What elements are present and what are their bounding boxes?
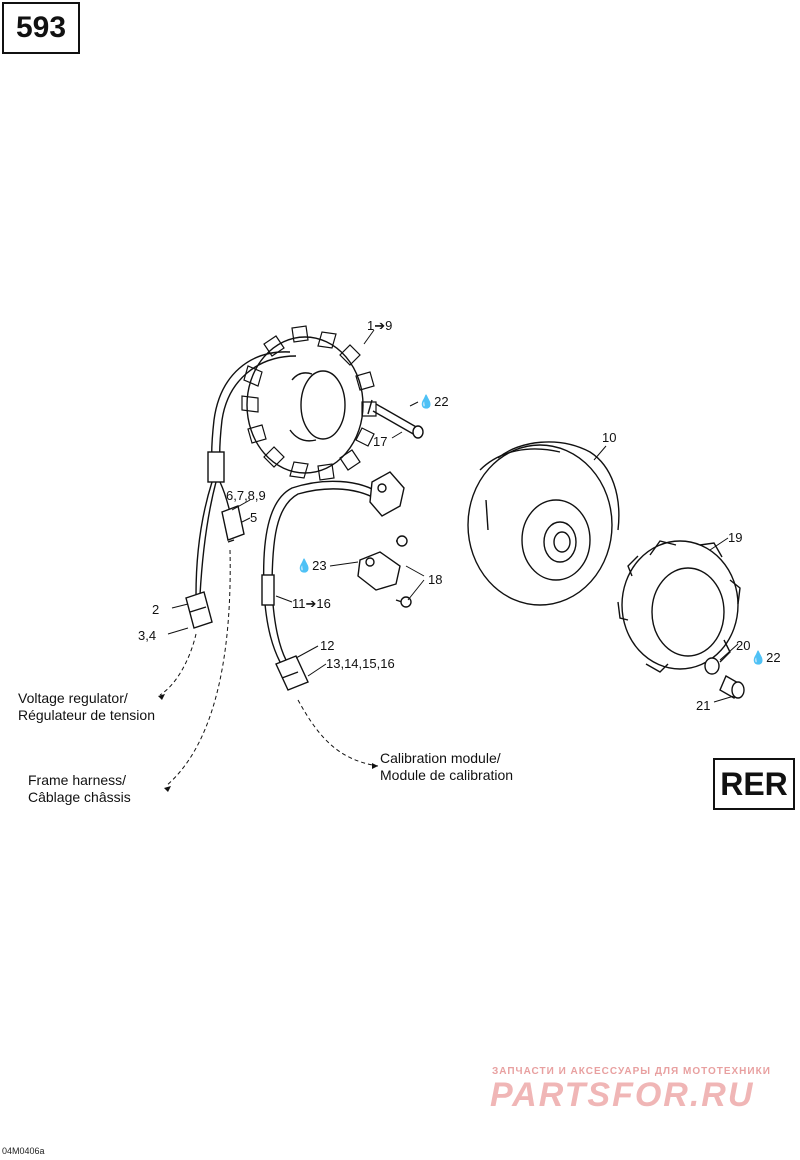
frame-harness-en: Frame harness/ — [28, 772, 127, 788]
label-part-17: 17 — [373, 434, 388, 449]
variant-badge: RER — [713, 758, 795, 810]
page-number-box: 593 — [2, 2, 80, 54]
washer-bolt — [704, 657, 745, 699]
watermark-brand: PARTSFOR.RU — [490, 1076, 755, 1114]
voltage-regulator-en: Voltage regulator/ — [18, 690, 128, 706]
calibration-module-fr: Module de calibration — [380, 767, 514, 783]
screw-17 — [367, 399, 424, 439]
label-part-6-9: 6,7,8,9 — [226, 488, 266, 503]
label-part-5: 5 — [250, 510, 258, 525]
flywheel-part — [467, 441, 620, 606]
leader-lines — [167, 329, 739, 703]
label-part-12: 12 — [320, 638, 335, 653]
label-part-13-16: 13,14,15,16 — [326, 656, 395, 671]
label-part-21: 21 — [696, 698, 711, 713]
frame-harness-callout: Frame harness/ Câblage châssis — [28, 772, 131, 806]
label-part-22b: 💧22 — [750, 650, 781, 665]
stator-part — [241, 325, 377, 481]
label-part-11-16: 11➔16 — [292, 596, 331, 611]
label-part-23: 💧23 — [296, 558, 327, 573]
label-part-22a: 💧22 — [418, 394, 449, 409]
calibration-module-callout: Calibration module/ Module de calibratio… — [380, 750, 513, 784]
voltage-regulator-callout: Voltage regulator/ Régulateur de tension — [18, 690, 155, 724]
label-part-3-4: 3,4 — [138, 628, 157, 643]
stator-harness — [185, 351, 297, 629]
label-part-1-9: 1➔9 — [367, 318, 393, 333]
drawing-code: 04M0406a — [2, 1146, 45, 1156]
calibration-module-en: Calibration module/ — [380, 750, 501, 766]
frame-harness-fr: Câblage châssis — [28, 789, 131, 805]
label-part-18: 18 — [428, 572, 443, 587]
label-part-20: 20 — [736, 638, 751, 653]
trigger-harness — [261, 471, 412, 691]
callout-leaders — [159, 549, 379, 787]
watermark-tagline: ЗАПЧАСТИ И АКСЕССУАРЫ ДЛЯ МОТОТЕХНИКИ — [492, 1066, 771, 1077]
ring-gear-part — [617, 540, 741, 673]
label-part-2: 2 — [152, 602, 160, 617]
voltage-regulator-fr: Régulateur de tension — [18, 707, 155, 723]
label-part-10: 10 — [602, 430, 617, 445]
label-part-19: 19 — [728, 530, 743, 545]
